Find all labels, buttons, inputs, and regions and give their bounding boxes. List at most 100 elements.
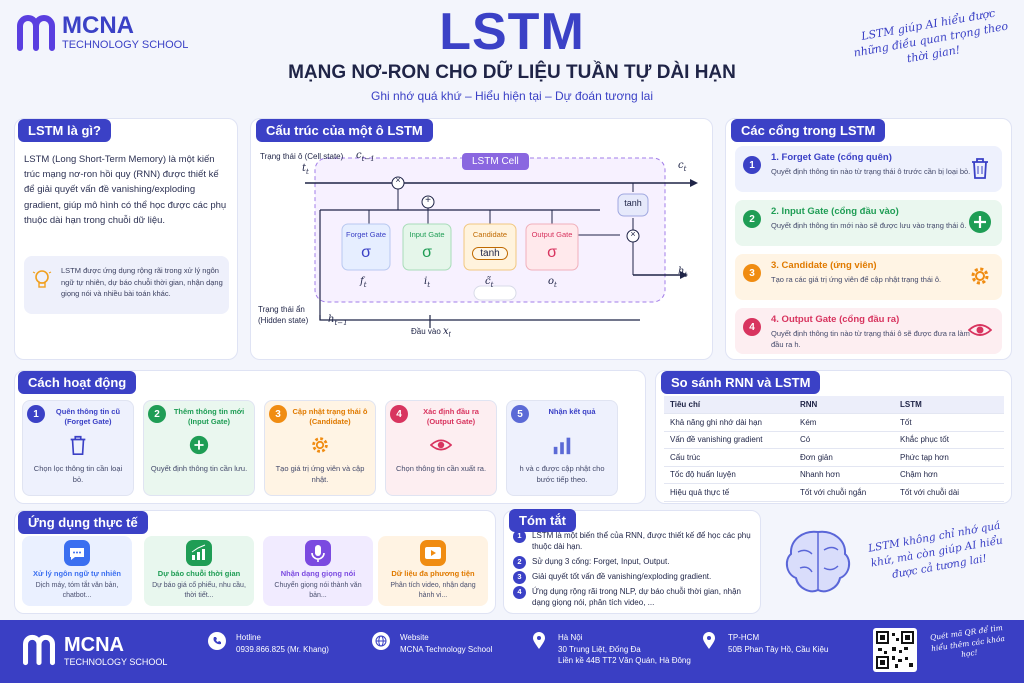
summary-title: Tóm tắt [509, 509, 576, 532]
app-desc: Phân tích video, nhận dạng hành vi... [390, 582, 476, 599]
gate-input-fn: σ [422, 244, 432, 261]
table-cell: Tốc độ huấn luyện [664, 466, 794, 484]
step-desc: h và c được cập nhật cho bước tiếp theo. [519, 464, 605, 484]
mult-sign-2: × [630, 229, 636, 239]
qr-note: Quét mã QR để tìm hiểu thêm các khóa học… [929, 623, 1006, 660]
t-label: tt [302, 163, 309, 176]
gate-num: 2 [743, 210, 761, 228]
gate-num: 3 [743, 264, 761, 282]
hero-tagline: Ghi nhớ quá khứ – Hiểu hiện tại – Dự đoá… [371, 89, 653, 103]
cell-label: LSTM Cell [462, 153, 529, 170]
table-cell: Cấu trúc [664, 448, 794, 467]
step-title: Xác định đầu ra (Output Gate) [423, 407, 479, 427]
step-num: 2 [148, 405, 166, 423]
step-num: 1 [27, 405, 45, 423]
qr-code[interactable] [873, 628, 917, 672]
website-label: Website [400, 633, 429, 642]
app-title: Dự báo chuỗi thời gian [157, 569, 241, 578]
gates-list: 1 1. Forget Gate (cổng quên) Quyết định … [725, 146, 1012, 356]
gate-item-input: 2 2. Input Gate (cổng đầu vào) Quyết địn… [735, 200, 1002, 246]
table-cell: Khả năng ghi nhớ dài hạn [664, 413, 794, 432]
hanoi-addr-1: 30 Trung Liệt, Đống Đa [558, 644, 641, 654]
apps-title: Ứng dụng thực tế [18, 511, 148, 534]
table-cell: Tốt với chuỗi ngắn [794, 483, 894, 502]
summary-num: 3 [513, 571, 526, 584]
what-tip: LSTM được ứng dụng rộng rãi trong xử lý … [61, 266, 223, 299]
table-cell: Tốt [894, 413, 1004, 432]
gate-item-output: 4 4. Output Gate (cổng đầu ra) Quyết địn… [735, 308, 1002, 354]
compare-header: LSTM [894, 396, 1004, 414]
input-label: Đầu vào xt [411, 326, 451, 339]
plus-sign: + [425, 195, 431, 206]
app-desc: Dịch máy, tóm tắt văn bản, chatbot... [35, 582, 119, 599]
mult-sign-1: × [395, 175, 401, 185]
gate-num: 4 [743, 318, 761, 336]
gate-item-desc: Quyết định thông tin nào từ trạng thái ô… [771, 167, 971, 176]
chart-icon [186, 540, 212, 566]
step-1: 1 Quên thông tin cũ (Forget Gate) Chọn l… [22, 400, 134, 496]
step-desc: Chọn thông tin cần xuất ra. [395, 464, 487, 473]
app-title: Dữ liệu đa phương tiện [391, 569, 475, 578]
app-title: Nhận dạng giọng nói [280, 569, 356, 578]
gate-item-title: 4. Output Gate (cổng đầu ra) [771, 314, 900, 325]
gate-forget-out: ft [360, 276, 367, 289]
gate-cand-name: Candidate [472, 230, 508, 239]
cell-state-label: Trạng thái ô (Cell state) [260, 152, 344, 161]
plus-icon [969, 211, 991, 233]
compare-header: Tiêu chí [664, 396, 794, 414]
table-cell: Khắc phục tốt [894, 431, 1004, 449]
gear-icon [312, 437, 328, 453]
bulb-icon [32, 268, 52, 292]
chat-icon [64, 540, 90, 566]
hero-title: LSTM [439, 3, 585, 61]
tanh-op: tanh [624, 198, 642, 208]
eye-icon [968, 324, 992, 336]
gate-item-desc: Quyết định thông tin mới nào sẽ được lưu… [771, 221, 967, 230]
trash-icon [70, 435, 86, 455]
hcm-label: TP-HCM [728, 633, 760, 642]
gate-item-candidate: 3 3. Candidate (ứng viên) Tạo ra các giá… [735, 254, 1002, 300]
gate-item-forget: 1 1. Forget Gate (cổng quên) Quyết định … [735, 146, 1002, 192]
step-title: Thêm thông tin mới (Input Gate) [173, 407, 245, 427]
c-t: ct [678, 160, 687, 173]
what-tip-box [24, 256, 229, 314]
video-icon [420, 540, 446, 566]
compare-header: RNN [794, 396, 894, 414]
brain-icon [785, 530, 851, 593]
app-timeseries: Dự báo chuỗi thời gian Dự báo giá cổ phi… [144, 536, 254, 606]
table-cell: Phức tạp hơn [894, 448, 1004, 467]
what-card [14, 118, 238, 360]
footer-brand-sub: TECHNOLOGY SCHOOL [64, 657, 168, 667]
gate-output-name: Output Gate [531, 230, 573, 239]
table-cell: Vấn đề vanishing gradient [664, 431, 794, 449]
summary-item: 3 Giải quyết tốt vấn đề vanishing/explodi… [513, 571, 753, 584]
structure-title: Cấu trúc của một ô LSTM [256, 119, 433, 142]
gate-item-desc: Tạo ra các giá trị ứng viên để cập nhật … [771, 275, 942, 284]
table-cell: Có [794, 431, 894, 449]
gate-item-desc: Quyết định thông tin nào từ trạng thái ô… [771, 329, 970, 349]
summary-text: Giải quyết tốt vấn đề vanishing/explodin… [532, 572, 712, 581]
gate-cand-fn: tanh [472, 247, 508, 260]
c-prev: ct−1 [356, 150, 375, 163]
step-5: 5 Nhận kết quả h và c được cập nhật cho … [506, 400, 618, 496]
table-cell: Kém [794, 413, 894, 432]
hotline-value: 0939.866.825 (Mr. Khang) [236, 644, 329, 654]
phone-icon [208, 632, 226, 650]
hanoi-label: Hà Nội [558, 633, 583, 642]
location-icon [700, 632, 718, 650]
step-num: 4 [390, 405, 408, 423]
app-desc: Chuyển giọng nói thành văn bản... [274, 582, 362, 599]
app-desc: Dự báo giá cổ phiếu, nhu cầu, thời tiết.… [152, 582, 246, 599]
how-title: Cách hoạt động [18, 371, 137, 394]
